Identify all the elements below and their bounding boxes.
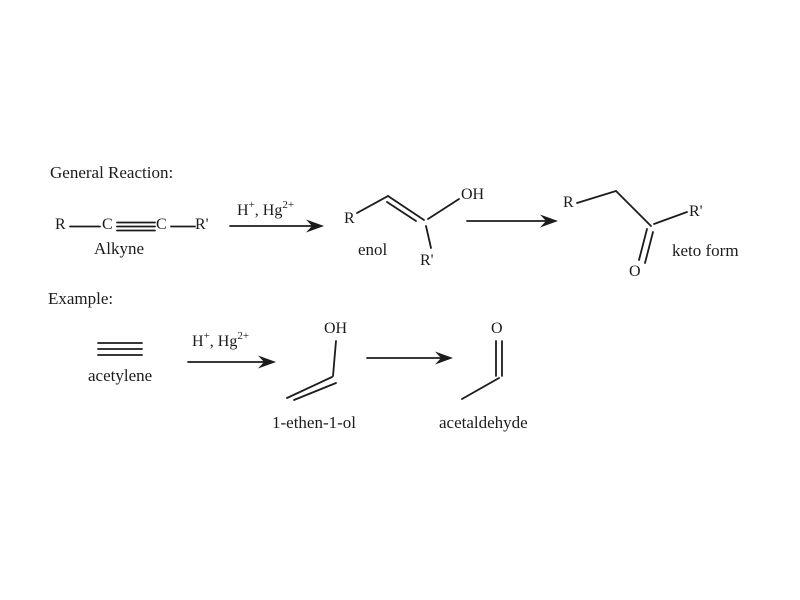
alkyne-label: Alkyne <box>94 239 145 258</box>
enol-atom-r-prime: R' <box>420 252 434 269</box>
ethenol-bonds <box>286 340 337 401</box>
reaction-arrow-1 <box>229 219 324 233</box>
enol-bonds <box>356 195 460 249</box>
ethenol-label: 1-ethen-1-ol <box>272 413 357 432</box>
alkyne-atom-c1: C <box>102 216 113 233</box>
reaction-arrow-4 <box>366 351 453 365</box>
keto-atom-r-prime: R' <box>689 203 703 220</box>
keto-atom-o: O <box>629 263 641 280</box>
catalyst-h-charge: + <box>248 198 255 211</box>
keto-form-label: keto form <box>672 241 739 260</box>
general-reaction-heading: General Reaction: <box>50 163 174 182</box>
catalyst-h-charge: + <box>203 329 210 342</box>
catalyst-hg-charge: 2+ <box>282 198 295 211</box>
alkyne-bonds <box>69 221 196 232</box>
catalyst-label-general: H+, Hg2+ <box>237 199 294 219</box>
keto-atom-r: R <box>563 194 574 211</box>
enol-label: enol <box>358 240 388 259</box>
catalyst-h: H <box>192 333 204 350</box>
enol-atom-oh: OH <box>461 186 485 203</box>
acetylene-label: acetylene <box>88 366 153 385</box>
catalyst-h: H <box>237 202 249 219</box>
ethenol-atom-oh: OH <box>324 320 348 337</box>
alkyne-atom-c2: C <box>156 216 167 233</box>
acetaldehyde-label: acetaldehyde <box>439 413 528 432</box>
acetylene-bonds <box>97 342 143 356</box>
acetaldehyde-bonds <box>461 340 503 400</box>
catalyst-hg: , Hg <box>254 202 283 219</box>
catalyst-label-example: H+, Hg2+ <box>192 330 249 350</box>
reaction-arrow-2 <box>466 214 558 228</box>
example-heading: Example: <box>48 289 114 308</box>
catalyst-hg: , Hg <box>209 333 238 350</box>
reaction-arrow-3 <box>187 355 276 369</box>
enol-atom-r: R <box>344 210 355 227</box>
alkyne-atom-r: R <box>55 216 66 233</box>
alkyne-atom-r-prime: R' <box>195 216 209 233</box>
acetaldehyde-atom-o: O <box>491 320 503 337</box>
keto-bonds <box>576 190 688 264</box>
catalyst-hg-charge: 2+ <box>237 329 250 342</box>
